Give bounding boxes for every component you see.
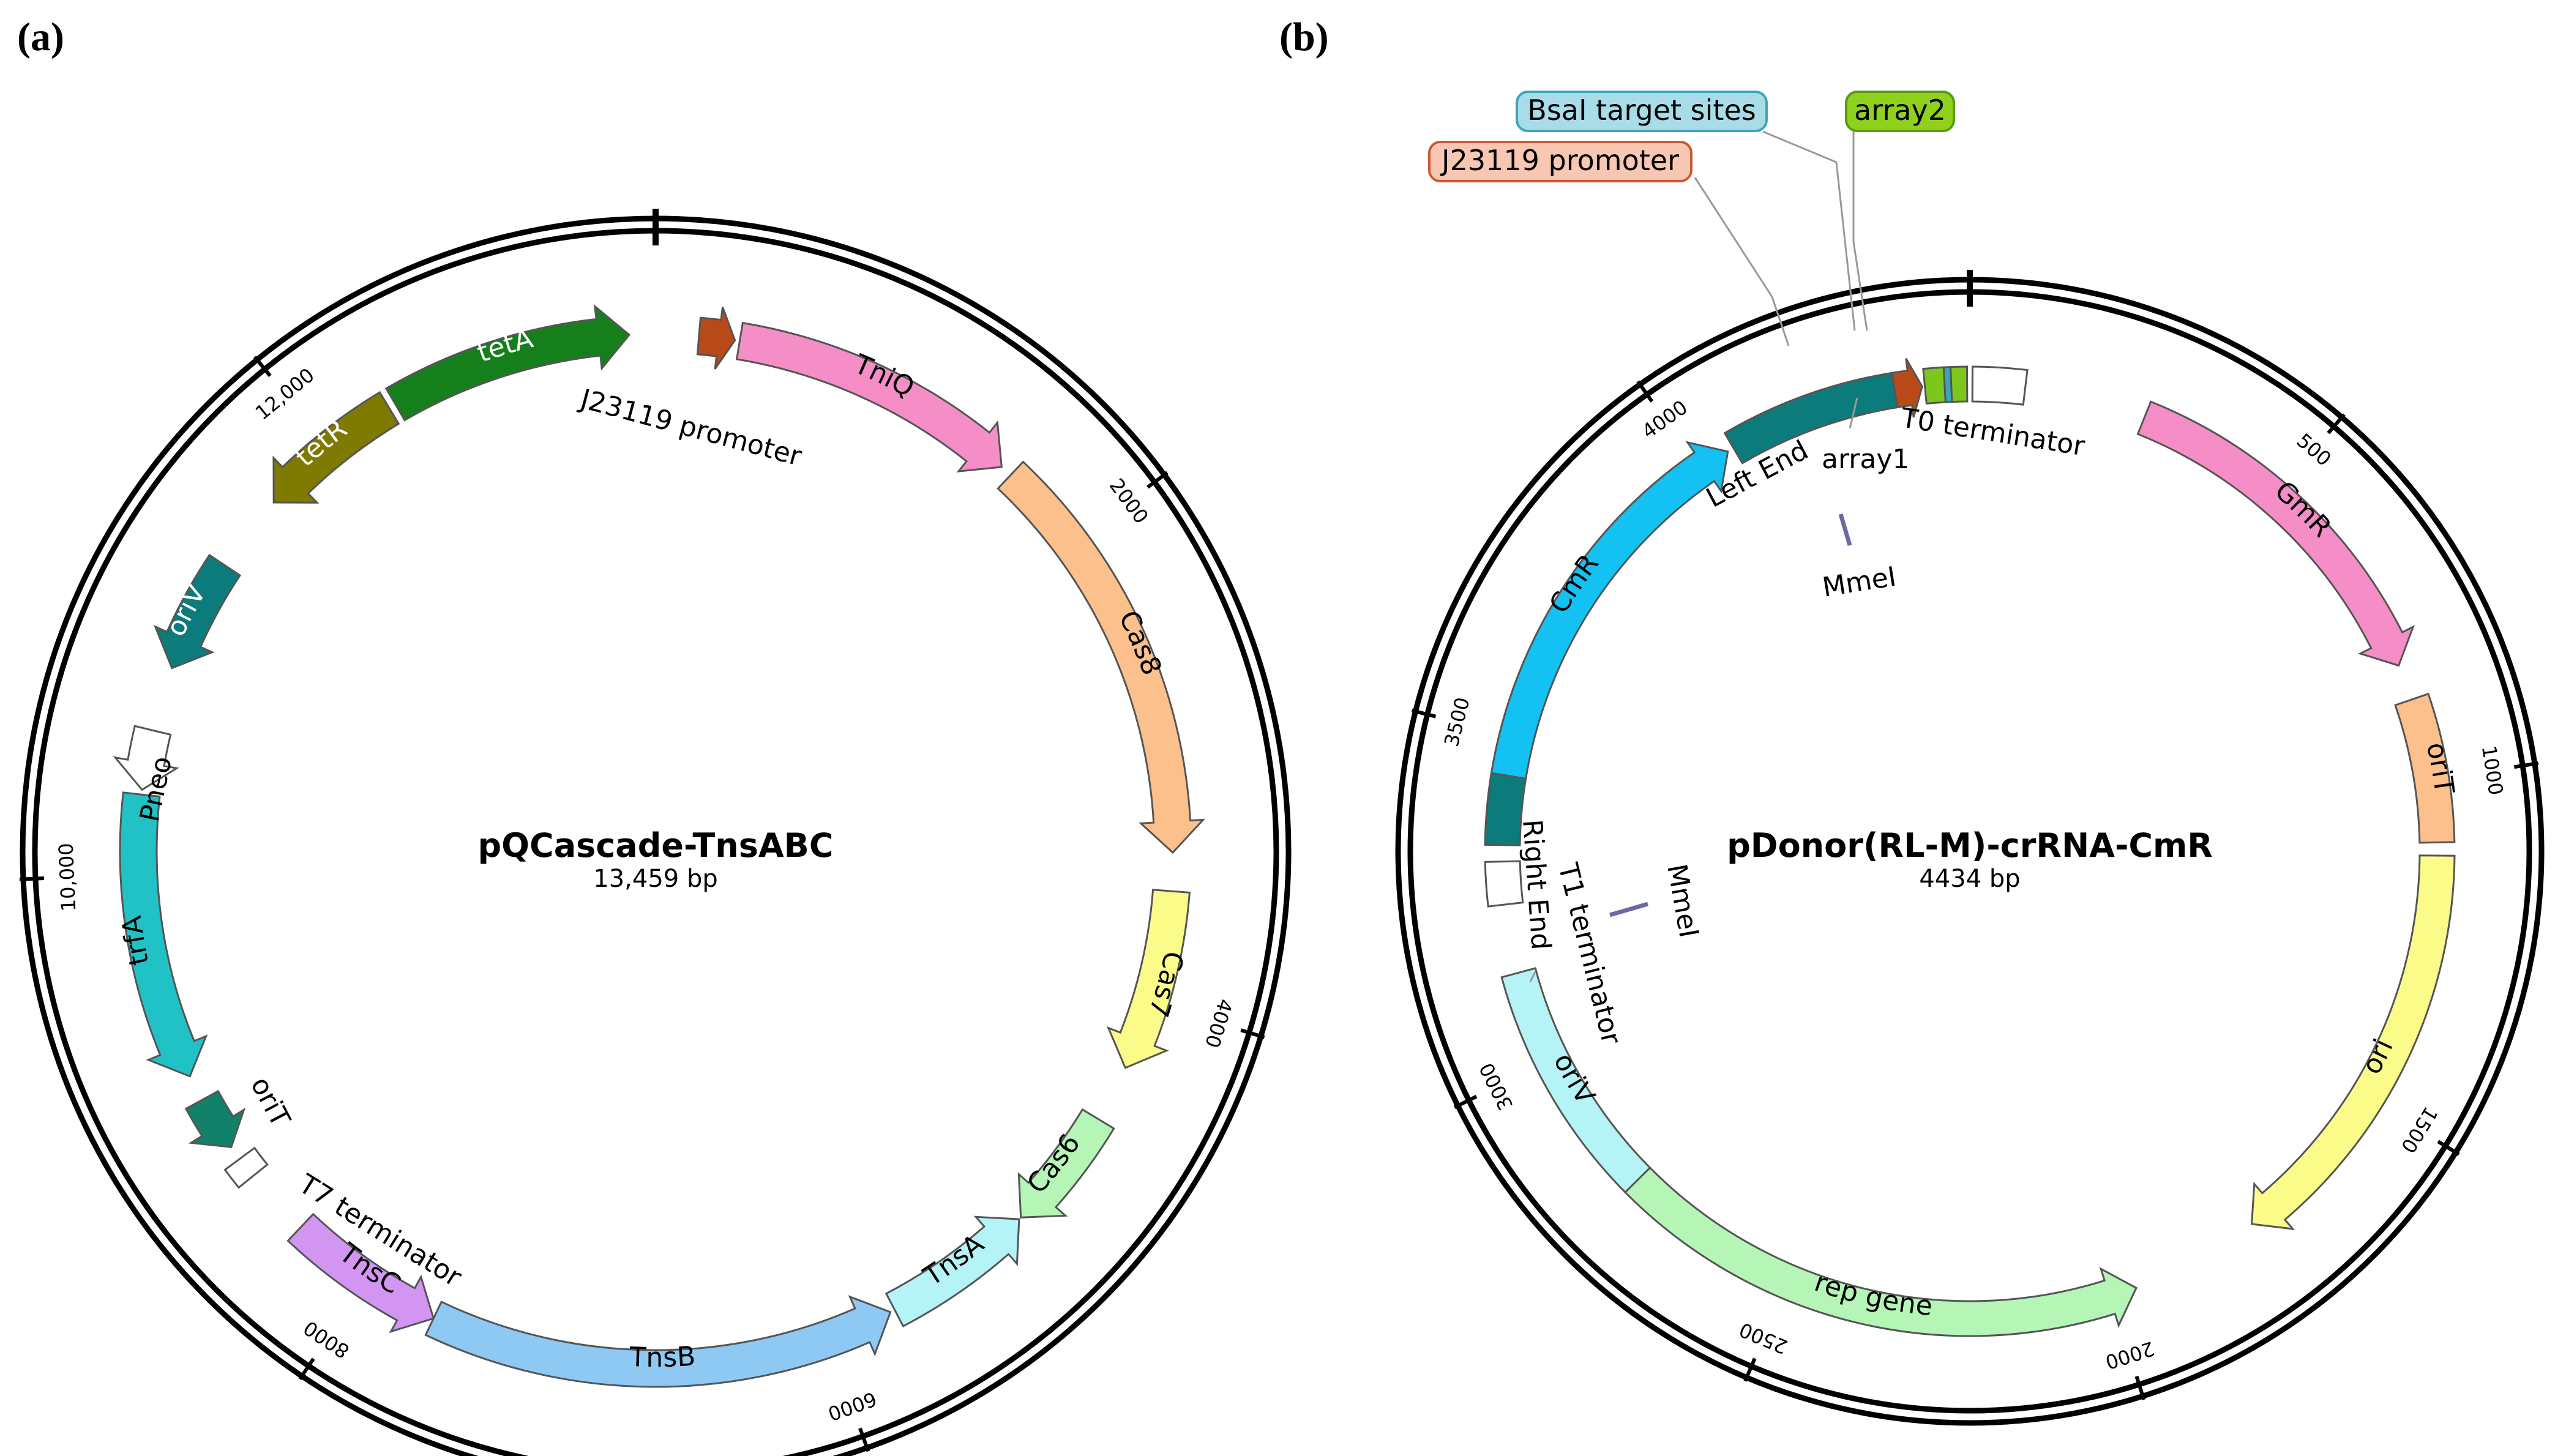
feature-rep-gene	[1623, 1166, 2138, 1337]
feature-pneo	[113, 725, 179, 791]
feature-tnsa	[885, 1215, 1020, 1327]
feature-label-tnsb: TnsB	[629, 1341, 697, 1373]
feature-t7-terminator	[223, 1146, 269, 1189]
feature-cas7	[1106, 889, 1191, 1069]
tick-label: 2000	[2103, 1337, 2157, 1374]
feature-orit	[2394, 692, 2456, 844]
tick-mark	[1411, 709, 1437, 719]
mmei-site-mark	[1609, 902, 1648, 917]
tick-label: 3000	[1475, 1059, 1517, 1114]
annotation-t0-terminator: T0 terminator	[1898, 402, 2087, 462]
plasmid-size: 13,459 bp	[593, 865, 717, 893]
panel-b: (b) 500 1000 1500 2000 2500 3000 3500 4000 GmRo…	[1279, 15, 2545, 1426]
feature-array1	[1922, 366, 1947, 405]
callout-leader-array2	[1852, 132, 1868, 331]
mmei-site-mark	[1838, 513, 1852, 546]
feature-oriv	[153, 553, 242, 670]
tick-mark	[1240, 1028, 1265, 1039]
panel-b-label: (b)	[1279, 15, 1329, 59]
feature-gmr	[2136, 400, 2415, 667]
feature-tniq	[735, 321, 1003, 472]
feature-cas6	[1017, 1108, 1115, 1219]
annotation-array1: array1	[1822, 444, 1909, 475]
feature-cmr	[1490, 441, 1729, 780]
tick-label: 1500	[2396, 1102, 2442, 1157]
t1-leader	[1529, 971, 1536, 982]
feature-j23119-promoter	[1890, 358, 1923, 418]
callout-leader-bsai	[1762, 130, 1856, 331]
callout-bsai-target-sites-text: BsaI target sites	[1527, 94, 1756, 127]
annotation-right-end: Right End	[1516, 818, 1557, 951]
tick-mark	[1743, 1357, 1757, 1382]
callout-array2	[1845, 91, 1955, 132]
tick-mark	[1146, 471, 1169, 489]
feature-tnsb	[424, 1295, 892, 1388]
tick-label: 2500	[1736, 1318, 1791, 1359]
callout-j23119-promoter-text: J23119 promoter	[1440, 144, 1679, 177]
tick-mark	[2513, 761, 2539, 769]
annotation-mmei-top: MmeI	[1820, 561, 1898, 603]
callout-leader-j23119	[1694, 177, 1790, 346]
tick-label: 3500	[1440, 695, 1475, 749]
feature-t0-terminator	[1971, 365, 2029, 406]
tick-mark	[1453, 1094, 1478, 1110]
callout-array2-text: array2	[1854, 94, 1946, 127]
callout-bsai-target-sites	[1516, 91, 1768, 132]
tick-mark	[253, 356, 272, 378]
tick-mark	[2437, 1140, 2460, 1156]
tick-label: 1000	[2477, 744, 2508, 797]
tick-mark	[2134, 1375, 2146, 1400]
feature-t1-terminator	[1484, 860, 1524, 908]
feature-oriv	[1500, 967, 1651, 1194]
feature-trfa	[119, 791, 208, 1078]
tick-mark	[19, 876, 45, 881]
callout-j23119-promoter	[1428, 141, 1693, 182]
feature-orit	[184, 1089, 246, 1148]
tick-mark	[2327, 413, 2346, 435]
annotation-t1-terminator: T1 terminator	[1552, 859, 1627, 1048]
feature-teta	[384, 304, 631, 422]
feature-array2	[1950, 365, 1969, 403]
annotation-j23119-promoter: J23119 promoter	[575, 383, 805, 472]
feature-tnsc	[286, 1212, 435, 1334]
tick-label: 8000	[299, 1316, 354, 1363]
plasmid-name: pDonor(RL-M)-crRNA-CmR	[1727, 826, 2213, 865]
tick-mark	[1636, 380, 1654, 403]
tick-label: 4000	[1637, 395, 1691, 443]
feature-j23119-promoter	[696, 307, 736, 370]
tick-label: 2000	[1105, 474, 1153, 528]
feature-cas8	[997, 460, 1206, 854]
features: TniQCas8Cas7Cas6TnsATnsBTnsCtrfAoriVtetR…	[113, 304, 1206, 1388]
plasmid-name: pQCascade-TnsABC	[478, 826, 834, 865]
feature-tetr	[272, 390, 400, 504]
array1-leader	[1849, 397, 1858, 429]
panel-a-label: (a)	[17, 15, 64, 59]
tick-label: 500	[2292, 429, 2336, 471]
tick-label: 6000	[825, 1387, 880, 1425]
tick-mark	[858, 1427, 870, 1452]
tick-label: 4000	[1200, 996, 1237, 1051]
feature-ori	[2251, 854, 2456, 1230]
plasmid-size: 4434 bp	[1919, 865, 2020, 893]
tick-mark	[298, 1357, 315, 1381]
tick-label: 10,000	[54, 843, 80, 913]
annotation-orit: oriT	[244, 1072, 296, 1132]
annotation-mmei-inner: MmeI	[1661, 862, 1704, 940]
